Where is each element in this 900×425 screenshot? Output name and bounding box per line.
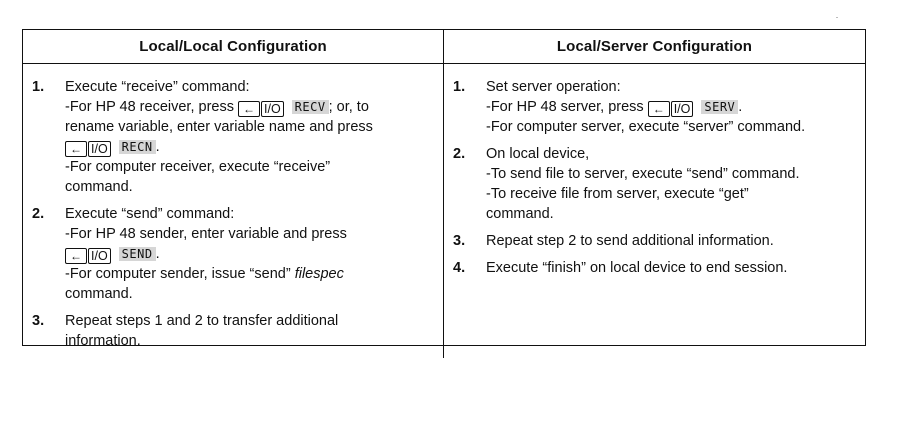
step-line: -For HP 48 sender, enter variable and pr…: [65, 226, 347, 242]
step-number: 3.: [32, 313, 45, 329]
filespec-term: filespec: [294, 266, 344, 282]
header-local-server: Local/Server Configuration: [444, 30, 865, 64]
step-line: -To send file to server, execute “send” …: [486, 166, 800, 182]
io-key-icon: I/O: [88, 141, 111, 157]
header-local-local: Local/Local Configuration: [23, 30, 444, 64]
step-text: Execute “send” command: -For HP 48 sender…: [65, 204, 347, 304]
step-item: 4. Execute “finish” on local device to en…: [453, 258, 857, 278]
left-shift-key-icon: ←: [65, 248, 87, 264]
configuration-table: Local/Local Configuration Local/Server C…: [22, 29, 866, 358]
step-text: Set server operation:-For HP 48 server, …: [486, 77, 805, 137]
step-line: information.: [65, 333, 141, 349]
step-line: -For computer receiver, execute “receive…: [65, 159, 331, 175]
step-line: Repeat step 2 to send additional informa…: [486, 233, 774, 249]
step-line: Repeat steps 1 and 2 to transfer additio…: [65, 313, 339, 329]
step-line: On local device,: [486, 146, 590, 162]
step-text: Repeat step 2 to send additional informa…: [486, 231, 774, 251]
menu-key-label: RECN: [118, 140, 156, 154]
step-item: 2. On local device, -To send file to serve…: [453, 144, 857, 224]
step-line: command.: [65, 286, 133, 302]
step-line: -For computer sender, issue “send” files…: [65, 266, 344, 282]
local-local-steps: 1. Execute “receive” command:-For HP 48 r…: [23, 64, 444, 358]
io-key-icon: I/O: [261, 101, 284, 117]
left-shift-key-icon: ←: [238, 101, 260, 117]
step-line: Execute “send” command:: [65, 206, 235, 222]
local-server-steps: 1. Set server operation:-For HP 48 server…: [444, 64, 865, 358]
step-text: Execute “receive” command:-For HP 48 rec…: [65, 77, 373, 197]
step-line: command.: [486, 206, 554, 222]
step-line: Set server operation:: [486, 79, 621, 95]
step-line: command.: [65, 179, 133, 195]
step-line: -For computer server, execute “server” c…: [486, 119, 806, 135]
step-line: Execute “finish” on local device to end …: [486, 260, 788, 276]
step-number: 2.: [453, 146, 466, 162]
step-text: On local device, -To send file to server,…: [486, 144, 800, 224]
step-number: 4.: [453, 260, 466, 276]
step-line: rename variable, enter variable name and…: [65, 119, 373, 135]
step-line: -To receive file from server, execute “g…: [486, 186, 749, 202]
step-line: Execute “receive” command:: [65, 79, 250, 95]
menu-key-label: RECV: [291, 100, 329, 114]
step-item: 3. Repeat step 2 to send additional infor…: [453, 231, 857, 251]
menu-key-label: SERV: [701, 100, 739, 114]
step-number: 1.: [453, 79, 466, 95]
left-shift-key-icon: ←: [647, 101, 670, 117]
step-text: Execute “finish” on local device to end …: [486, 258, 787, 278]
step-number: 2.: [32, 206, 45, 222]
step-item: 2. Execute “send” command: -For HP 48 send…: [32, 204, 435, 304]
scan-speck: [836, 17, 838, 18]
left-shift-key-icon: ←: [65, 141, 87, 157]
step-number: 1.: [32, 79, 45, 95]
step-item: 1. Execute “receive” command:-For HP 48 r…: [32, 77, 435, 197]
io-key-icon: I/O: [670, 101, 694, 117]
step-text: Repeat steps 1 and 2 to transfer additio…: [65, 311, 338, 351]
io-key-icon: I/O: [88, 248, 111, 264]
step-item: 3. Repeat steps 1 and 2 to transfer addit…: [32, 311, 435, 351]
step-number: 3.: [453, 233, 466, 249]
menu-key-label: SEND: [118, 247, 156, 261]
step-item: 1. Set server operation:-For HP 48 server…: [453, 77, 857, 137]
